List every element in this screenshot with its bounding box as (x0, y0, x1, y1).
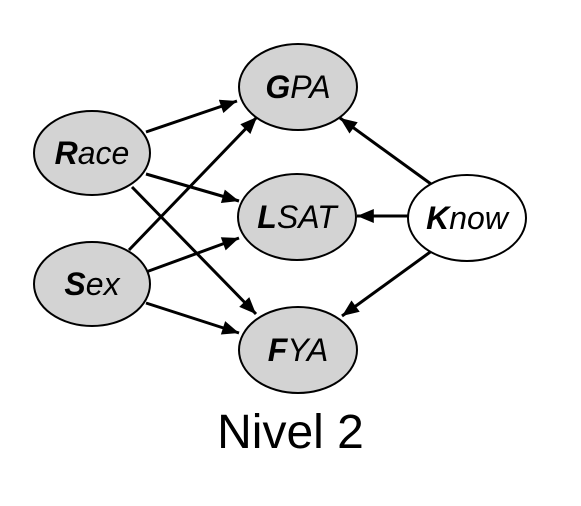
node-gpa-label: GPA (265, 69, 330, 105)
node-know-label: Know (426, 200, 510, 236)
node-sex-ellipse (33, 241, 151, 327)
node-sex: Sex (33, 241, 151, 327)
node-lsat-label: LSAT (257, 199, 339, 235)
edge-sex-to-gpa (127, 115, 259, 252)
edge-know-to-gpa (339, 116, 432, 186)
edge-sex-to-fya (145, 301, 240, 335)
nodes-group: GPA Race LSAT Know S (33, 43, 527, 394)
node-know-ellipse (407, 174, 527, 262)
node-fya: FYA (238, 306, 358, 394)
edges-group (127, 99, 434, 335)
node-gpa-ellipse (238, 43, 358, 131)
node-gpa: GPA (238, 43, 358, 131)
edge-know-to-fya (341, 248, 434, 318)
edge-race-to-fya (130, 185, 258, 316)
node-sex-label: Sex (64, 266, 120, 302)
node-fya-label: FYA (268, 332, 328, 368)
causal-graph: GPA Race LSAT Know S (33, 43, 527, 394)
edge-race-to-gpa (145, 99, 238, 134)
node-fya-ellipse (238, 306, 358, 394)
diagram-caption: Nivel 2 (217, 406, 364, 459)
node-lsat: LSAT (237, 173, 357, 261)
node-race: Race (33, 110, 151, 196)
edge-race-to-lsat (145, 172, 240, 204)
node-race-ellipse (33, 110, 151, 196)
edge-sex-to-lsat (145, 236, 240, 274)
node-race-label: Race (55, 135, 130, 171)
node-know: Know (407, 174, 527, 262)
node-lsat-ellipse (237, 173, 357, 261)
